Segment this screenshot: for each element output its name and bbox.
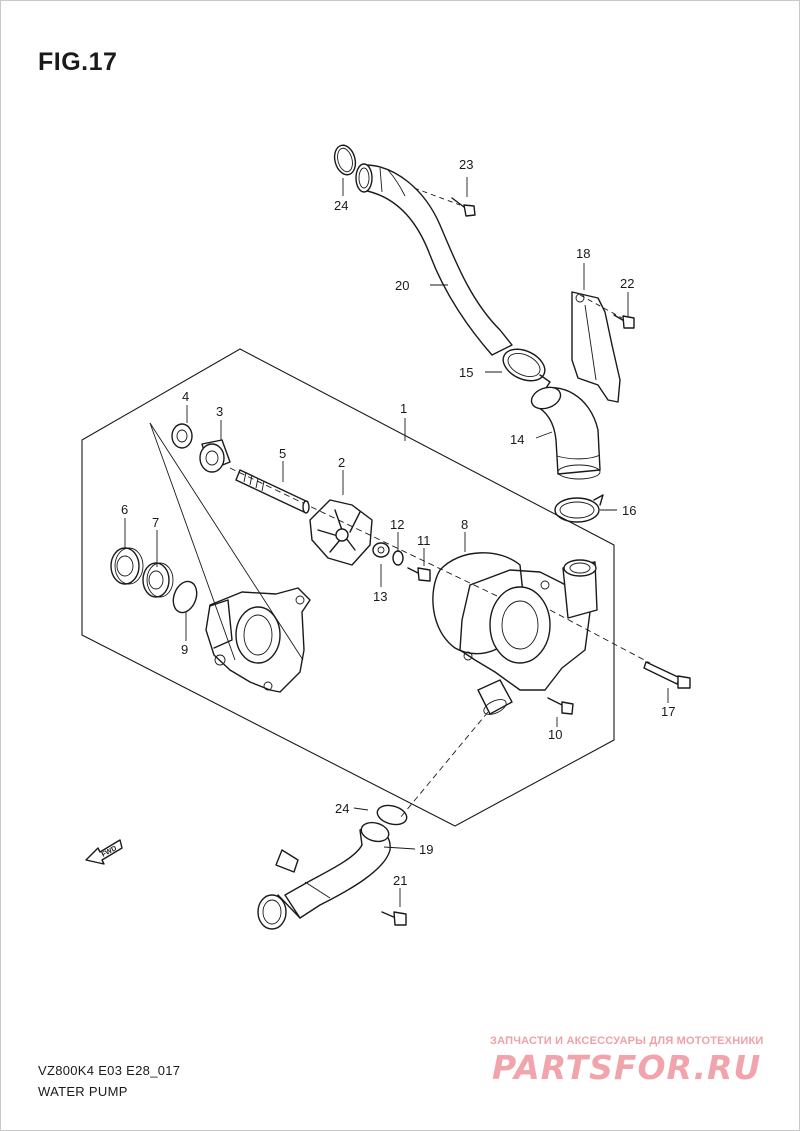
callout-6: 6	[121, 502, 128, 517]
impeller-2	[309, 499, 373, 566]
callout-5: 5	[279, 446, 286, 461]
figure-title: FIG.17	[38, 48, 118, 76]
callout-9: 9	[181, 642, 188, 657]
callout-16: 16	[622, 503, 636, 518]
water-pipe-20	[355, 163, 513, 356]
bearing-7	[142, 562, 174, 598]
callout-22: 22	[620, 276, 634, 291]
fwd-label: FWD	[101, 845, 118, 859]
bolt-23	[451, 197, 476, 217]
water-pipe-19	[257, 821, 391, 930]
fwd-arrow-icon: FWD	[85, 839, 123, 865]
bolt-10	[547, 697, 574, 715]
callout-2: 2	[338, 455, 345, 470]
impeller-shaft-5	[235, 469, 310, 514]
hose-clamp-15	[502, 348, 551, 389]
callout-19: 19	[419, 842, 433, 857]
seal-4	[171, 423, 193, 449]
callout-7: 7	[152, 515, 159, 530]
callout-21: 21	[393, 873, 407, 888]
callout-4: 4	[182, 389, 189, 404]
bolt-22	[613, 314, 635, 329]
callout-24-top: 24	[334, 198, 348, 213]
watermark-tagline: ЗАПЧАСТИ И АКСЕССУАРЫ ДЛЯ МОТОТЕХНИКИ	[490, 1035, 764, 1047]
model-code: VZ800K4 E03 E28_017	[38, 1063, 181, 1078]
hose-clamp-16	[554, 494, 604, 523]
callout-13: 13	[373, 589, 387, 604]
washer-12	[392, 550, 404, 566]
callout-labels: 1 2 3 4 5 6 7 8 9 10 11 12 13 14 15 16 1…	[121, 157, 675, 888]
callout-18: 18	[576, 246, 590, 261]
bolt-17	[643, 661, 691, 689]
hose-14	[530, 386, 601, 480]
callout-11: 11	[417, 533, 431, 548]
o-ring-9	[172, 580, 198, 614]
assembly-frame	[81, 348, 615, 827]
mechanical-seal-3	[199, 439, 231, 473]
callout-3: 3	[216, 404, 223, 419]
pump-cover	[205, 587, 311, 693]
callout-10: 10	[548, 727, 562, 742]
callout-15: 15	[459, 365, 473, 380]
callout-12: 12	[390, 517, 404, 532]
callout-23: 23	[459, 157, 473, 172]
callout-8: 8	[461, 517, 468, 532]
o-ring-24-top	[333, 144, 357, 176]
washer-13	[372, 542, 390, 558]
callout-1: 1	[400, 401, 407, 416]
callout-17: 17	[661, 704, 675, 719]
watermark-logo: PARTSFOR.RU	[492, 1048, 762, 1087]
callout-20: 20	[395, 278, 409, 293]
diagram-title: WATER PUMP	[38, 1084, 128, 1099]
bolt-21	[381, 911, 407, 926]
bolt-11	[407, 567, 431, 582]
bracket-18	[571, 291, 621, 403]
pump-body	[459, 559, 598, 715]
bearing-6	[110, 547, 144, 585]
callout-24-bottom: 24	[335, 801, 349, 816]
o-ring-24-bottom	[376, 804, 408, 826]
callout-14: 14	[510, 432, 524, 447]
